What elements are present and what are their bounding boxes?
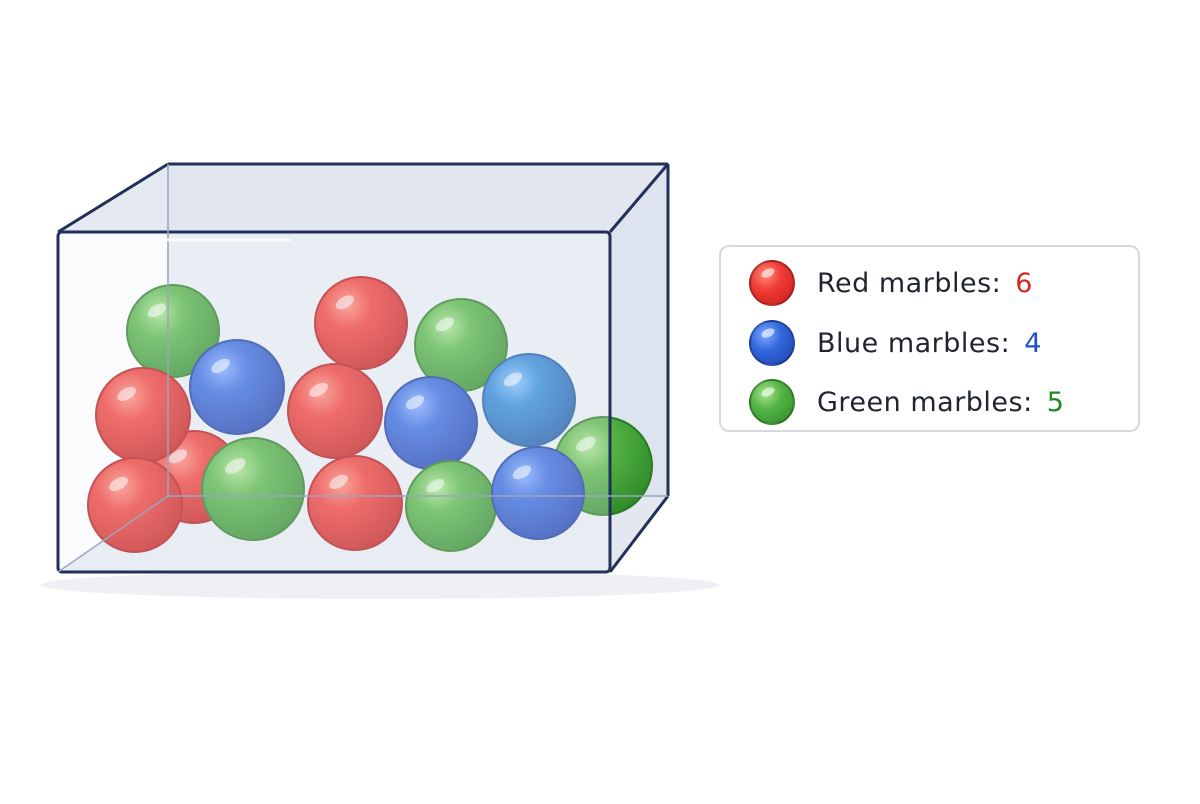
- legend-count-blue: 4: [1024, 327, 1042, 359]
- red-marble: [87, 457, 183, 553]
- red-marble: [307, 455, 403, 551]
- green-marble: [126, 284, 220, 378]
- legend-row-green: Green marbles: 5: [749, 378, 1064, 426]
- green-marble: [201, 437, 305, 541]
- box-top-face: [58, 164, 668, 232]
- blue-marble: [189, 339, 285, 435]
- red-marble: [314, 276, 408, 370]
- legend-label-blue: Blue marbles:: [817, 327, 1011, 359]
- legend-label-red: Red marbles:: [817, 267, 1002, 299]
- blue-marble: [491, 446, 585, 540]
- legend-count-green: 5: [1046, 386, 1064, 418]
- green-marble-icon: [749, 379, 795, 425]
- legend-row-red: Red marbles: 6: [749, 259, 1032, 307]
- blue-marble-icon: [749, 320, 795, 366]
- legend-box: Red marbles: 6 Blue marbles: 4 Green mar…: [719, 245, 1140, 432]
- legend-row-blue: Blue marbles: 4: [749, 319, 1041, 367]
- box-front-face: [58, 232, 610, 572]
- red-marble-icon: [749, 260, 795, 306]
- blue-marble: [482, 353, 576, 447]
- red-marble: [287, 363, 383, 459]
- legend-label-green: Green marbles:: [817, 386, 1033, 418]
- legend-count-red: 6: [1015, 267, 1033, 299]
